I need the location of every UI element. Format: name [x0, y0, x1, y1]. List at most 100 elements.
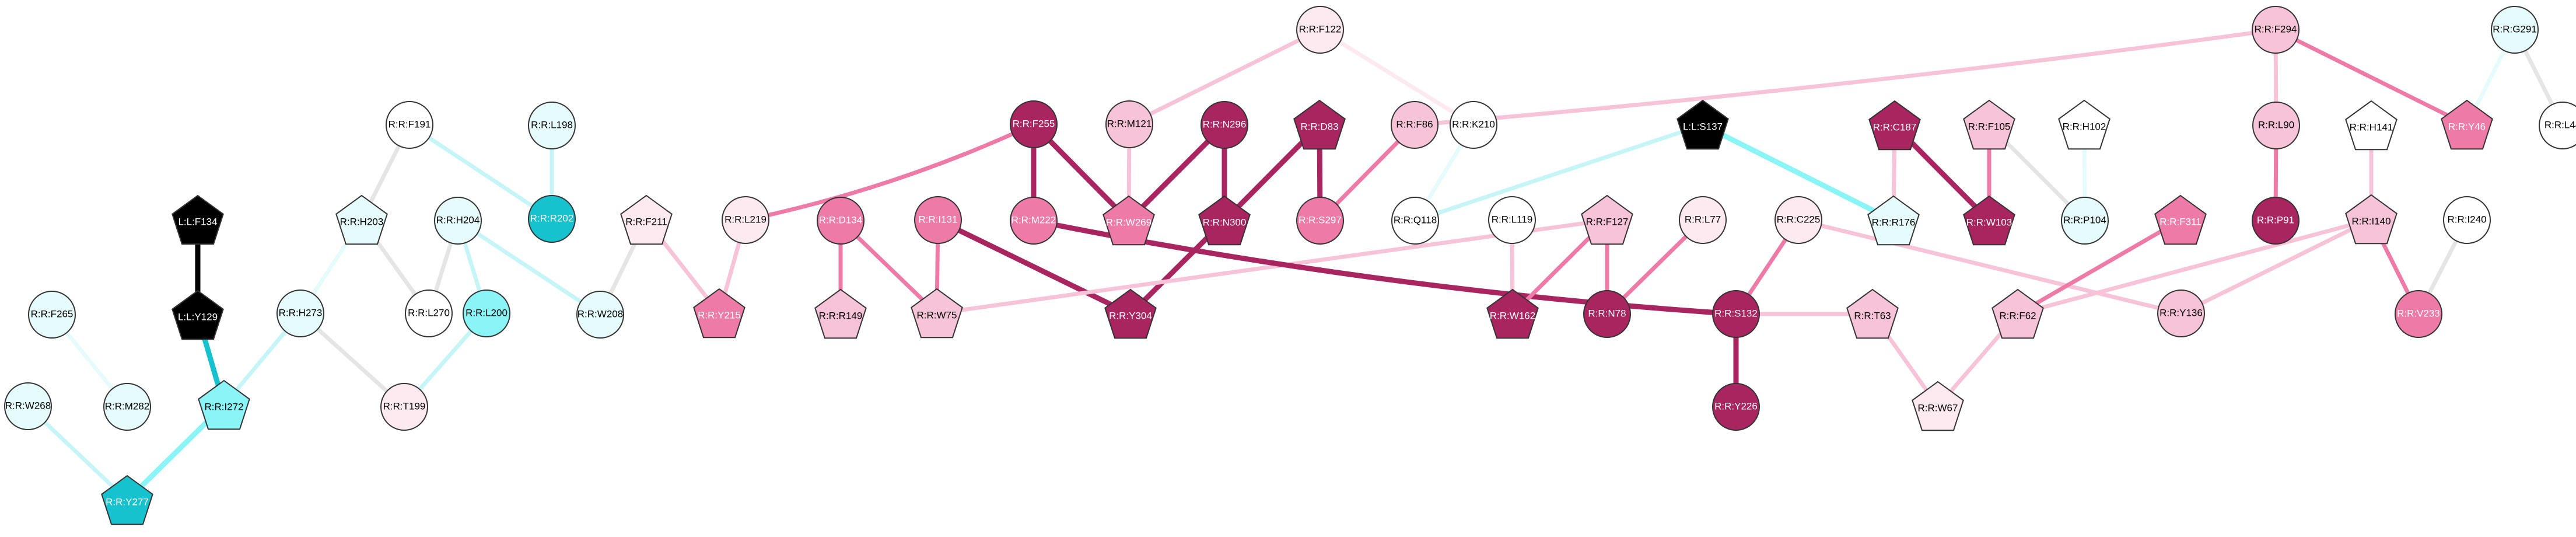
node-r-r-s132[interactable]: R:R:S132 [1712, 290, 1760, 338]
node-r-r-l77[interactable]: R:R:L77 [1679, 196, 1727, 244]
node-label: R:R:W268 [5, 400, 51, 411]
node-r-r-f265[interactable]: R:R:F265 [28, 291, 76, 339]
node-label: R:R:W103 [1966, 217, 2012, 228]
circle-node-shape [817, 197, 864, 245]
node-r-r-h273[interactable]: R:R:H273 [276, 290, 324, 337]
node-r-r-n296[interactable]: R:R:N296 [1200, 101, 1248, 149]
node-label: R:R:K210 [1452, 118, 1495, 130]
node-r-r-t199[interactable]: R:R:T199 [380, 383, 428, 431]
node-r-r-l90[interactable]: R:R:L90 [2252, 102, 2300, 149]
pentagon-node-shape [101, 475, 153, 525]
node-r-r-y136[interactable]: R:R:Y136 [2157, 290, 2205, 337]
node-label: R:R:F255 [1013, 118, 1055, 129]
node-r-r-l44[interactable]: R:R:L44 [2539, 102, 2576, 149]
node-r-r-f191[interactable]: R:R:F191 [386, 101, 433, 149]
node-r-r-w208[interactable]: R:R:W208 [576, 291, 624, 339]
node-label: R:R:W208 [578, 308, 623, 319]
node-label: R:R:C225 [1777, 214, 1821, 225]
node-r-r-y226[interactable]: R:R:Y226 [1712, 383, 1760, 431]
node-r-r-f127[interactable]: R:R:F127 [1581, 194, 1633, 245]
node-r-r-w67[interactable]: R:R:W67 [1912, 381, 1964, 431]
node-r-r-r176[interactable]: R:R:R176 [1867, 195, 1920, 246]
node-r-r-f122[interactable]: R:R:F122 [1296, 6, 1344, 54]
node-r-r-d83[interactable]: R:R:D83 [1293, 99, 1346, 150]
pentagon-node-shape [1581, 194, 1633, 245]
node-label: R:R:F105 [1968, 121, 2011, 132]
circle-node-shape [1296, 6, 1344, 54]
node-r-r-w269[interactable]: R:R:W269 [1102, 195, 1155, 246]
pentagon-node-shape [1676, 99, 1729, 150]
node-l-l-y129[interactable]: L:L:Y129 [172, 290, 224, 340]
node-r-r-w162[interactable]: R:R:W162 [1486, 288, 1539, 339]
node-r-r-w103[interactable]: R:R:W103 [1963, 195, 2015, 246]
circle-node-shape [1200, 101, 1248, 149]
node-label: R:R:R149 [819, 310, 863, 321]
node-r-r-i140[interactable]: R:R:I140 [2345, 194, 2398, 245]
node-r-r-c187[interactable]: R:R:C187 [1868, 100, 1921, 151]
node-r-r-i240[interactable]: R:R:I240 [2443, 196, 2491, 244]
node-r-r-c225[interactable]: R:R:C225 [1774, 196, 1822, 244]
node-r-r-h204[interactable]: R:R:H204 [434, 197, 482, 245]
node-label: R:R:Y304 [1109, 310, 1152, 321]
node-r-r-f255[interactable]: R:R:F255 [1010, 100, 1058, 148]
node-r-r-m222[interactable]: R:R:M222 [1010, 197, 1058, 245]
pentagon-node-shape [172, 290, 224, 340]
node-r-r-s297[interactable]: R:R:S297 [1296, 197, 1344, 245]
node-label: R:R:I272 [204, 401, 243, 412]
node-r-r-w75[interactable]: R:R:W75 [911, 288, 963, 339]
pentagon-node-shape [814, 288, 867, 339]
node-r-r-l219[interactable]: R:R:L219 [722, 196, 769, 244]
node-r-r-m282[interactable]: R:R:M282 [103, 383, 151, 431]
node-r-r-d134[interactable]: R:R:D134 [817, 197, 864, 245]
node-r-r-y277[interactable]: R:R:Y277 [101, 475, 153, 525]
node-r-r-l119[interactable]: R:R:L119 [1488, 196, 1536, 244]
node-label: R:R:F122 [1299, 23, 1342, 34]
node-l-l-s137[interactable]: L:L:S137 [1676, 99, 1729, 150]
node-r-r-v233[interactable]: R:R:V233 [2395, 290, 2442, 338]
node-r-r-f105[interactable]: R:R:F105 [1963, 99, 2015, 150]
node-r-r-q118[interactable]: R:R:Q118 [1391, 197, 1439, 245]
node-r-r-n78[interactable]: R:R:N78 [1583, 290, 1631, 338]
node-r-r-y46[interactable]: R:R:Y46 [2441, 99, 2493, 150]
circle-node-shape [103, 383, 151, 431]
node-r-r-y215[interactable]: R:R:Y215 [693, 288, 746, 339]
node-r-r-l198[interactable]: R:R:L198 [528, 102, 576, 149]
pentagon-node-shape [1992, 288, 2044, 339]
node-r-r-y304[interactable]: R:R:Y304 [1104, 288, 1157, 339]
node-r-r-m121[interactable]: R:R:M121 [1105, 100, 1153, 148]
node-r-r-l270[interactable]: R:R:L270 [405, 290, 453, 337]
circle-node-shape [1296, 197, 1344, 245]
node-r-r-r202[interactable]: R:R:R202 [528, 195, 576, 243]
edge-rf294-rf86 [1412, 27, 2278, 127]
node-r-r-h102[interactable]: R:R:H102 [2058, 99, 2110, 150]
node-label: R:R:W269 [1106, 217, 1152, 228]
circle-node-shape [2443, 196, 2491, 244]
node-r-r-f86[interactable]: R:R:F86 [1391, 101, 1438, 149]
node-r-r-i131[interactable]: R:R:I131 [914, 196, 962, 244]
node-r-r-p104[interactable]: R:R:P104 [2061, 197, 2109, 245]
node-r-r-r149[interactable]: R:R:R149 [814, 288, 867, 339]
node-r-r-l200[interactable]: R:R:L200 [463, 290, 510, 337]
circle-node-shape [2491, 6, 2539, 54]
node-r-r-n300[interactable]: R:R:N300 [1198, 195, 1251, 246]
node-r-r-p91[interactable]: R:R:P91 [2252, 197, 2300, 245]
node-label: R:R:T63 [1854, 310, 1891, 321]
node-r-r-t63[interactable]: R:R:T63 [1846, 288, 1899, 339]
node-r-r-f62[interactable]: R:R:F62 [1992, 288, 2044, 339]
node-r-r-w268[interactable]: R:R:W268 [4, 382, 52, 430]
node-r-r-h141[interactable]: R:R:H141 [2345, 100, 2398, 151]
pentagon-node-shape [1846, 288, 1899, 339]
pentagon-node-shape [911, 288, 963, 339]
node-r-r-f294[interactable]: R:R:F294 [2252, 6, 2300, 54]
node-r-r-k210[interactable]: R:R:K210 [1450, 101, 1497, 149]
node-r-r-g291[interactable]: R:R:G291 [2491, 6, 2539, 54]
node-label: R:R:F191 [388, 118, 431, 130]
node-r-r-f211[interactable]: R:R:F211 [620, 194, 673, 245]
node-r-r-f311[interactable]: R:R:F311 [2154, 194, 2207, 245]
node-r-r-h203[interactable]: R:R:H203 [335, 194, 388, 245]
circle-node-shape [2539, 102, 2576, 149]
node-r-r-i272[interactable]: R:R:I272 [198, 379, 250, 430]
pentagon-node-shape [172, 194, 224, 245]
node-l-l-f134[interactable]: L:L:F134 [172, 194, 224, 245]
node-label: L:L:S137 [1683, 121, 1723, 132]
